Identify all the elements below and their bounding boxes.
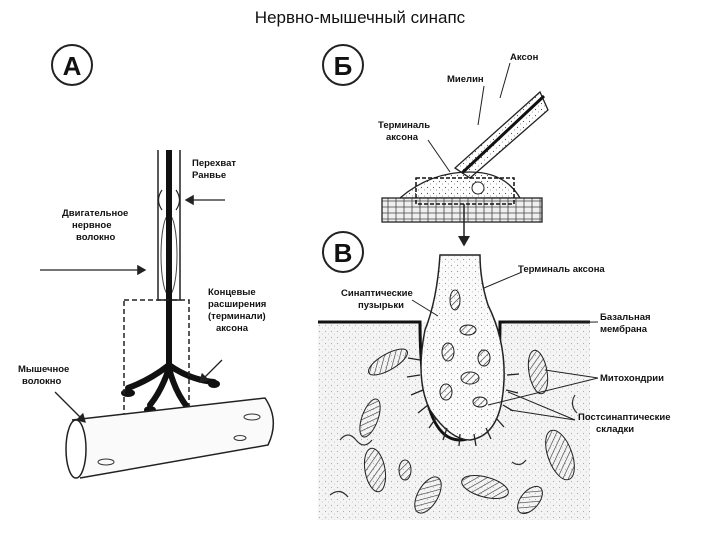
- arrow-terminals: [199, 359, 223, 383]
- label-motor-fiber-2: нервное: [72, 220, 112, 231]
- mitochondrion: [398, 459, 412, 481]
- axon-line: [460, 94, 546, 175]
- leader-vesicles: [411, 299, 439, 317]
- label-terminals-4: аксона: [216, 323, 249, 334]
- panel-b-letter: Б: [334, 51, 353, 81]
- page-title: Нервно-мышечный синапс: [254, 8, 466, 27]
- terminal-nucleus: [471, 181, 485, 195]
- mitochondrion: [363, 447, 387, 493]
- panel-a-circle: [51, 44, 93, 86]
- label-muscle-fiber-2: волокно: [22, 376, 61, 387]
- terminal-mitochondrion: [439, 383, 453, 401]
- panel-a-letter: А: [63, 51, 82, 81]
- label-basal-membrane-1: Базальная: [600, 312, 651, 323]
- terminal-bouton: [208, 380, 220, 388]
- label-folds-1: Постсинаптические: [578, 412, 671, 423]
- mitochondrion: [461, 475, 509, 499]
- axon-core: [166, 150, 172, 370]
- terminal-bouton: [121, 389, 135, 397]
- synapse-region-box: [415, 177, 515, 205]
- terminal-branches: [125, 362, 217, 411]
- arrow-muscle-fiber: [54, 391, 86, 423]
- axon-terminal-bulge: [398, 171, 522, 199]
- label-axon-terminal-1: Терминаль: [378, 120, 430, 131]
- mitochondrion: [414, 476, 442, 514]
- label-myelin: Миелин: [447, 74, 484, 85]
- label-motor-fiber-1: Двигательное: [62, 208, 128, 219]
- label-terminals-3: (терминали): [208, 311, 266, 322]
- leader-axon-terminal: [427, 139, 451, 173]
- panel-b-circle: [322, 44, 364, 86]
- mitochondrion: [368, 348, 408, 376]
- terminal-mitochondrion: [460, 371, 480, 385]
- panel-v-letter: В: [334, 238, 353, 268]
- terminal-mitochondrion: [441, 342, 455, 362]
- postsynaptic-folds: [406, 357, 520, 447]
- label-vesicles-1: Синаптические: [341, 288, 413, 299]
- terminal-vesicles-texture: [421, 255, 505, 440]
- leader-myelin: [477, 85, 485, 126]
- label-muscle-fiber-1: Мышечное: [18, 364, 69, 375]
- muscle-band: [381, 197, 543, 223]
- terminal-mitochondrion: [449, 289, 461, 311]
- leader-folds-2: [507, 391, 576, 421]
- label-axon-terminal: Терминаль аксона: [518, 264, 605, 275]
- label-vesicles-2: пузырьки: [358, 300, 404, 311]
- panel-v-circle: [322, 231, 364, 273]
- muscle-fiber-end: [65, 419, 87, 479]
- muscle-nucleus: [97, 458, 115, 466]
- panel-v: В: [318, 231, 671, 520]
- label-terminals-1: Концевые: [208, 287, 256, 298]
- leader-folds: [509, 409, 576, 421]
- muscle-filaments: [329, 394, 578, 498]
- muscle-nucleus: [233, 435, 247, 441]
- node-of-ranvier-constriction: [157, 189, 181, 211]
- label-motor-fiber-3: волокно: [76, 232, 115, 243]
- label-basal-membrane-2: мембрана: [600, 324, 648, 335]
- label-axon-terminal-2: аксона: [386, 132, 419, 143]
- mitochondrion: [517, 485, 543, 515]
- mitochondrion: [545, 429, 575, 481]
- panel-a: А Перехват Ранвье Двигательное нервное в…: [18, 44, 274, 479]
- leader-mitochondria-2: [487, 377, 599, 406]
- terminal-mitochondrion: [477, 349, 491, 367]
- label-node-of-ranvier-2: Ранвье: [192, 170, 226, 181]
- muscle-nucleus: [243, 413, 261, 421]
- label-mitochondria: Митохондрии: [600, 373, 664, 384]
- muscle-mitochondria: [359, 348, 575, 515]
- panel-b: Б Аксон Миелин Терминаль аксона: [322, 44, 549, 247]
- label-node-of-ranvier-1: Перехват: [192, 158, 236, 169]
- label-terminals-2: расширения: [208, 299, 266, 310]
- leader-basal-membrane: [504, 321, 599, 324]
- terminal-mitochondrion: [472, 396, 488, 408]
- label-axon: Аксон: [510, 52, 539, 63]
- mitochondrion: [359, 398, 381, 438]
- label-folds-2: складки: [596, 424, 634, 435]
- muscle-fiber: [71, 397, 274, 479]
- leader-mitochondria: [544, 369, 599, 379]
- leader-axon: [499, 62, 511, 99]
- leader-axon-terminal: [483, 271, 523, 289]
- terminal-mitochondrion: [459, 324, 477, 336]
